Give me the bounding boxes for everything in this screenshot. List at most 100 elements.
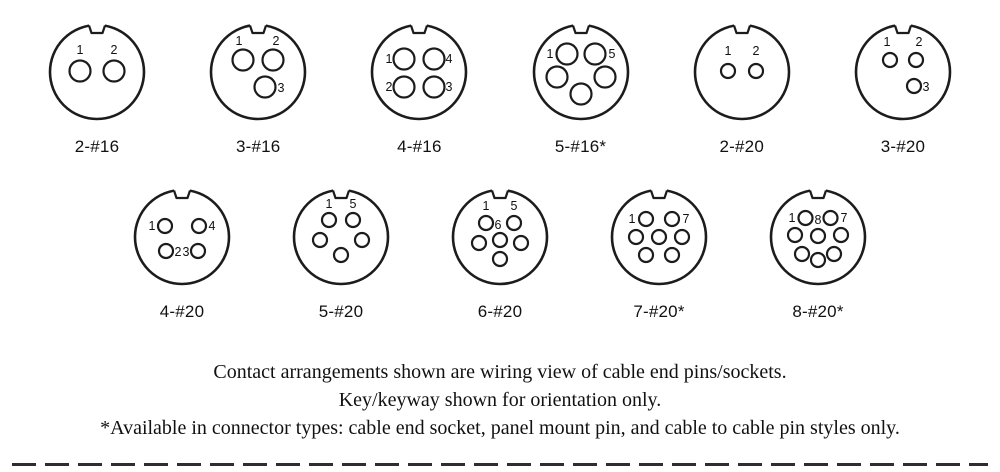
contact-pin	[592, 65, 617, 89]
contact-pin	[905, 77, 923, 95]
contact-pin	[809, 227, 827, 245]
pin-number: 1	[326, 197, 333, 211]
pin-number: 1	[629, 212, 636, 226]
pin-number: 3	[183, 245, 190, 259]
contact-pin	[491, 250, 509, 268]
keyway-notch-icon	[893, 25, 912, 35]
pin-number: 3	[446, 80, 453, 94]
keyway-notch-icon	[649, 190, 669, 200]
contact-pin	[512, 234, 530, 252]
contact-pin	[822, 209, 839, 227]
contact-pin	[253, 75, 277, 99]
contact-pin	[422, 47, 446, 71]
keyway-notch-icon	[490, 190, 510, 200]
pin-number: 1	[386, 52, 393, 66]
contact-pin	[477, 214, 495, 232]
connector-label: 6-#20	[477, 302, 523, 321]
keyway-notch-icon	[571, 25, 590, 35]
connector-label: 5-#20	[318, 302, 364, 321]
contact-pin	[554, 42, 579, 66]
contact-pin	[491, 231, 509, 249]
keyway-notch-icon	[808, 190, 828, 200]
pin-number: 5	[511, 199, 518, 213]
connector-label: 4-#20	[159, 302, 205, 321]
pin-number: 7	[841, 211, 848, 225]
contact-pin	[156, 217, 174, 235]
connector-label: 7-#20*	[633, 302, 685, 321]
pin-number: 1	[724, 44, 731, 58]
pin-number: 2	[111, 43, 118, 57]
contact-pin	[68, 59, 92, 83]
bottom-divider	[12, 463, 988, 466]
connector-shell	[292, 188, 390, 286]
pin-number: 1	[77, 43, 84, 57]
pin-number: 6	[495, 218, 502, 232]
contact-pin	[793, 245, 811, 263]
contact-pin	[663, 210, 681, 228]
contact-pin	[809, 251, 827, 269]
pin-number: 1	[236, 34, 243, 48]
pin-number: 1	[883, 35, 890, 49]
contact-pin	[157, 242, 175, 260]
keyway-notch-icon	[87, 25, 107, 35]
connector-shell	[693, 23, 791, 121]
contact-pin	[637, 210, 655, 228]
pin-number: 2	[386, 80, 393, 94]
pin-number: 1	[483, 199, 490, 213]
caption-wiring-view: Contact arrangements shown are wiring vi…	[213, 361, 787, 383]
contact-pin	[719, 62, 736, 80]
connector-shell	[209, 23, 307, 121]
pin-number: 2	[273, 34, 280, 48]
connector-label: 5-#16*	[554, 137, 607, 156]
caption-block: Contact arrangements shown are wiring vi…	[0, 358, 1000, 442]
contact-pin	[392, 47, 416, 71]
pin-number: 2	[915, 35, 922, 49]
pin-number: 2	[752, 44, 759, 58]
contact-pin	[392, 75, 416, 99]
contact-pin	[422, 75, 446, 99]
contact-pin	[231, 48, 255, 72]
contact-pin	[907, 51, 925, 69]
pin-number: 1	[149, 219, 156, 233]
pin-number: 1	[546, 47, 553, 61]
contact-pin	[189, 242, 207, 260]
contact-pin	[261, 48, 285, 72]
contact-pin	[470, 234, 488, 252]
contact-pin	[825, 245, 843, 263]
pin-number: 5	[350, 197, 357, 211]
contact-pin	[505, 214, 523, 232]
contact-pin	[568, 82, 593, 106]
contact-pin	[747, 62, 764, 80]
caption-keyway-note: Key/keyway shown for orientation only.	[338, 389, 662, 411]
contact-pin	[673, 228, 691, 246]
keyway-notch-icon	[331, 190, 351, 200]
contact-pin	[650, 228, 668, 246]
pin-number: 3	[278, 81, 285, 95]
keyway-notch-icon	[732, 25, 751, 35]
pin-number: 8	[815, 213, 822, 227]
contact-pin	[832, 226, 850, 244]
contact-pin	[320, 211, 338, 229]
contact-pin	[797, 209, 814, 227]
contact-pin	[102, 59, 126, 83]
contact-pin	[344, 211, 362, 229]
pin-number: 2	[175, 245, 182, 259]
pin-number: 1	[789, 211, 796, 225]
contact-pin	[582, 42, 607, 66]
contact-pin	[332, 246, 350, 264]
connector-shell	[854, 23, 952, 121]
